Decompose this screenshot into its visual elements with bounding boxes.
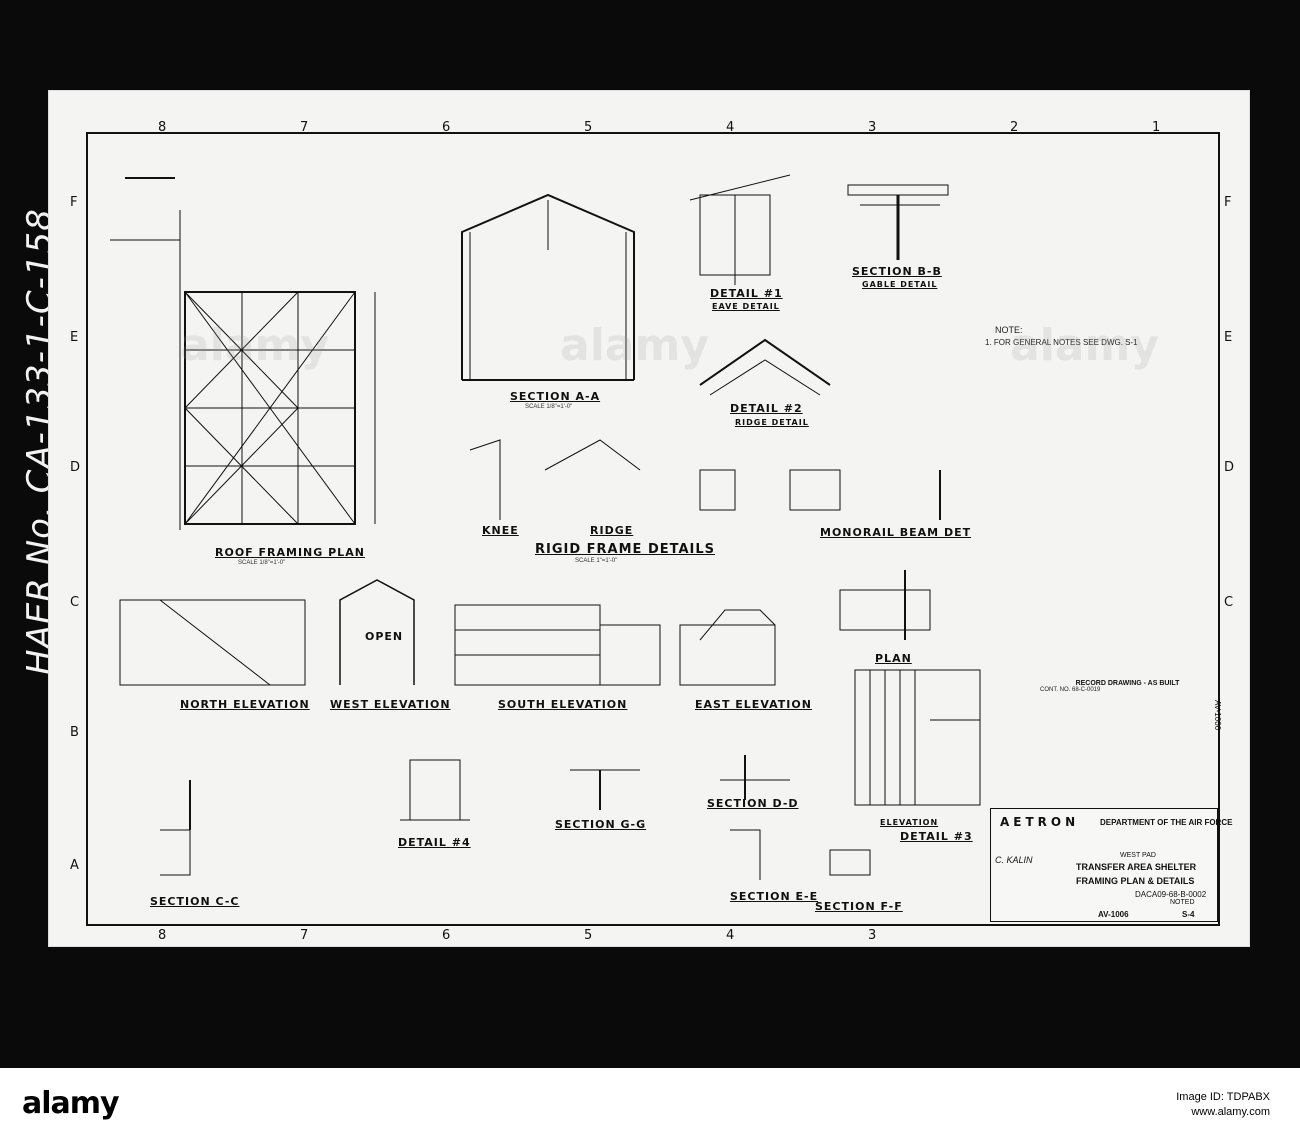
section-gg-label: SECTION G-G [555, 818, 647, 831]
drawing-border [86, 132, 1220, 926]
engineering-linework [110, 174, 981, 880]
roof-framing-plan-label: ROOF FRAMING PLAN [215, 546, 365, 559]
image-id: Image ID: TDPABX www.alamy.com [1176, 1090, 1270, 1120]
watermark-center: alamy [560, 320, 709, 371]
section-aa-scale: SCALE 1/8"=1'-0" [525, 404, 573, 410]
alamy-logo: alamy [22, 1086, 120, 1121]
project-line-2: TRANSFER AREA SHELTER [1076, 862, 1197, 872]
eave-detail-label: EAVE DETAIL [712, 302, 780, 311]
zone-marker-D-right: D [1224, 460, 1235, 475]
zone-marker-7-bottom: 7 [300, 928, 309, 943]
zone-marker-7: 7 [300, 120, 309, 135]
south-elevation-label: SOUTH ELEVATION [498, 698, 628, 711]
sheet-number: S-4 [1182, 910, 1195, 919]
record-drawing-block: RECORD DRAWING - AS BUILT CONT. NO. 68-C… [1040, 680, 1215, 693]
zone-marker-4: 4 [726, 120, 735, 135]
zone-marker-3-bottom: 3 [868, 928, 877, 943]
section-dd-label: SECTION D-D [707, 797, 799, 810]
zone-marker-1: 1 [1152, 120, 1161, 135]
monorail-beam-label: MONORAIL BEAM DET [820, 526, 972, 539]
east-elevation-label: EAST ELEVATION [695, 698, 812, 711]
zone-marker-A: A [70, 858, 79, 873]
open-label: OPEN [365, 630, 404, 643]
drawn-by: C. KALIN [995, 855, 1033, 865]
side-drawing-number: AV-1006 [1213, 700, 1222, 731]
west-elevation-label: WEST ELEVATION [330, 698, 451, 711]
detail-4-label: DETAIL #4 [398, 836, 471, 849]
rigid-frame-details-label: RIGID FRAME DETAILS [535, 542, 716, 557]
roof-plan-scale: SCALE 1/8"=1'-0" [238, 560, 286, 566]
zone-marker-B: B [70, 725, 79, 740]
zone-marker-F-right: F [1224, 195, 1232, 210]
detail-2-label: DETAIL #2 [730, 402, 803, 415]
scale-noted: NOTED [1170, 899, 1195, 906]
watermark-right: alamy [1010, 320, 1159, 371]
contract-number: DACA09-68-B-0002 [1135, 890, 1207, 899]
zone-marker-8-bottom: 8 [158, 928, 167, 943]
drawing-sheet [48, 90, 1250, 947]
zone-marker-2: 2 [1010, 120, 1019, 135]
zone-marker-8: 8 [158, 120, 167, 135]
elevation-label: ELEVATION [880, 818, 939, 827]
section-ff-label: SECTION F-F [815, 900, 903, 913]
section-bb-label: SECTION B-B [852, 265, 942, 278]
plan-label: PLAN [875, 652, 912, 665]
project-line-1: WEST PAD [1120, 852, 1156, 859]
zone-marker-F: F [70, 195, 78, 210]
section-aa-label: SECTION A-A [510, 390, 601, 403]
zone-marker-D: D [70, 460, 81, 475]
rigid-frame-scale: SCALE 1"=1'-0" [575, 558, 618, 564]
record-title: RECORD DRAWING - AS BUILT [1075, 680, 1180, 687]
record-cont-no: CONT. NO. 68-C-0019 [1040, 687, 1101, 693]
knee-label: KNEE [482, 524, 519, 537]
zone-marker-5: 5 [584, 120, 593, 135]
zone-marker-C: C [70, 595, 80, 610]
ridge-detail-label: RIDGE DETAIL [735, 418, 809, 427]
section-ee-label: SECTION E-E [730, 890, 819, 903]
zone-marker-3: 3 [868, 120, 877, 135]
footer-bar [0, 1068, 1300, 1134]
note-title: NOTE: [995, 325, 1023, 335]
north-elevation-label: NORTH ELEVATION [180, 698, 310, 711]
zone-marker-5-bottom: 5 [584, 928, 593, 943]
image-url: www.alamy.com [1191, 1106, 1270, 1118]
drawing-number: AV-1006 [1098, 910, 1129, 919]
note-text: 1. FOR GENERAL NOTES SEE DWG. S-1 [985, 338, 1138, 347]
zone-marker-E: E [70, 330, 79, 345]
ridge-label: RIDGE [590, 524, 634, 537]
dept-label: DEPARTMENT OF THE AIR FORCE [1100, 818, 1233, 827]
gable-detail-label: GABLE DETAIL [862, 280, 938, 289]
zone-marker-4-bottom: 4 [726, 928, 735, 943]
project-line-3: FRAMING PLAN & DETAILS [1076, 876, 1195, 886]
detail-3-label: DETAIL #3 [900, 830, 973, 843]
zone-marker-6-bottom: 6 [442, 928, 451, 943]
zone-marker-E-right: E [1224, 330, 1233, 345]
image-id-label: Image ID: TDPABX [1176, 1091, 1270, 1103]
zone-marker-C-right: C [1224, 595, 1234, 610]
detail-1-label: DETAIL #1 [710, 287, 783, 300]
company-logo: AETRON [1000, 815, 1080, 829]
zone-marker-6: 6 [442, 120, 451, 135]
title-block [990, 808, 1218, 922]
watermark-left: alamy [180, 320, 329, 371]
section-cc-label: SECTION C-C [150, 895, 240, 908]
